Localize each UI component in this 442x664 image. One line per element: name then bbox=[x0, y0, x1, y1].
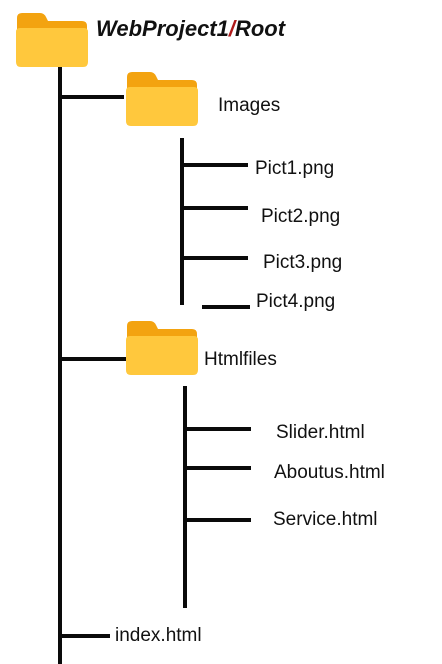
htmlfiles-connector-line bbox=[58, 357, 126, 361]
root-suffix: Root bbox=[234, 16, 286, 41]
pict2-connector-line bbox=[180, 206, 248, 210]
file-pict2: Pict2.png bbox=[261, 206, 341, 227]
root-name: WebProject1 bbox=[96, 16, 229, 41]
pict3-connector-line bbox=[180, 256, 248, 260]
file-slider: Slider.html bbox=[276, 422, 365, 443]
service-connector-line bbox=[183, 518, 251, 522]
file-pict1: Pict1.png bbox=[255, 158, 335, 179]
htmlfiles-folder-icon bbox=[126, 321, 198, 375]
file-service: Service.html bbox=[273, 509, 378, 530]
file-index: index.html bbox=[115, 625, 202, 646]
root-title: WebProject1/Root bbox=[96, 18, 285, 40]
root-separator: / bbox=[228, 16, 235, 41]
pict4-connector-line bbox=[202, 305, 250, 309]
images-folder-icon bbox=[126, 72, 198, 126]
file-pict3: Pict3.png bbox=[263, 252, 343, 273]
file-aboutus: Aboutus.html bbox=[274, 462, 385, 483]
folder-label-images: Images bbox=[218, 95, 281, 116]
root-trunk-line bbox=[58, 67, 62, 664]
pict1-connector-line bbox=[180, 163, 248, 167]
images-subtree-line bbox=[180, 138, 184, 305]
aboutus-connector-line bbox=[183, 466, 251, 470]
index-connector-line bbox=[58, 634, 110, 638]
images-connector-line bbox=[58, 95, 124, 99]
file-pict4: Pict4.png bbox=[256, 291, 336, 312]
root-folder-icon bbox=[16, 13, 88, 67]
slider-connector-line bbox=[183, 427, 251, 431]
htmlfiles-subtree-line bbox=[183, 386, 187, 608]
folder-label-htmlfiles: Htmlfiles bbox=[204, 349, 277, 370]
